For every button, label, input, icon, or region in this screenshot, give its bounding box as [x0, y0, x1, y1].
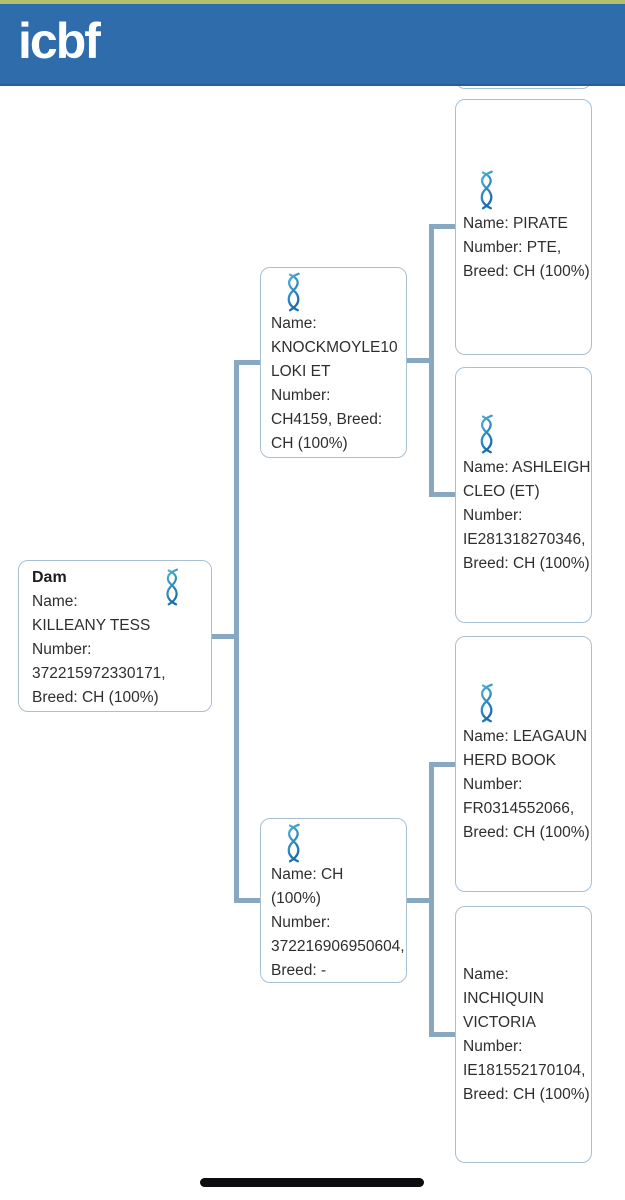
node-text-line: Name: PIRATE: [463, 215, 568, 232]
node-text-line: 372216906950604,: [271, 938, 405, 955]
node-text-line: IE281318270346,: [463, 531, 586, 548]
node-text-line: INCHIQUIN: [463, 989, 544, 1007]
node-text-line: Breed: -: [271, 962, 327, 979]
dna-icon: [480, 170, 493, 210]
connector-line: [429, 224, 455, 229]
icbf-logo: icbf: [18, 13, 101, 69]
node-text-line: CH4159, Breed:: [271, 411, 383, 428]
dna-icon: [480, 414, 493, 454]
node-text-line: Name:: [463, 965, 509, 983]
node-text-line: Name: LEAGAUN: [463, 728, 588, 745]
node-text-line: Breed: CH (100%): [32, 689, 159, 706]
connector-line: [407, 358, 434, 363]
node-text-line: (100%): [271, 890, 321, 907]
connector-line: [234, 898, 260, 903]
node-text-line: LOKI ET: [271, 363, 331, 380]
connector-line: [429, 492, 455, 497]
node-text-line: Number:: [463, 1037, 523, 1055]
node-text-line: CLEO (ET): [463, 483, 540, 500]
pedigree-node-pirate[interactable]: Name: PIRATE Number: PTE, Breed: CH (100…: [455, 99, 592, 355]
connector-line: [234, 360, 260, 365]
node-text-line: KILLEANY TESS: [32, 617, 151, 634]
node-text-line: Number:: [271, 914, 331, 931]
node-text-line: Number:: [463, 776, 523, 793]
pedigree-node-dam[interactable]: Dam Name: KILLEANY TESS Number: 37221597…: [18, 560, 212, 712]
connector-line: [429, 1032, 455, 1037]
node-text-line: HERD BOOK: [463, 752, 557, 769]
dna-icon: [166, 568, 179, 606]
connector-line: [429, 224, 434, 497]
connector-line: [429, 762, 455, 767]
node-text-line: KNOCKMOYLE10: [271, 339, 398, 356]
node-text-line: Breed: CH (100%): [463, 1085, 590, 1103]
dna-icon: [480, 683, 493, 723]
pedigree-node-dam-of-dam[interactable]: Name: CH (100%) Number: 372216906950604,…: [260, 818, 407, 983]
pedigree-node-leagaun-herd-book[interactable]: Name: LEAGAUN HERD BOOK Number: FR031455…: [455, 636, 592, 892]
pedigree-node-inchiquin-victoria[interactable]: Name: INCHIQUIN VICTORIA Number: IE18155…: [455, 906, 592, 1163]
connector-line: [234, 360, 239, 903]
home-indicator[interactable]: [200, 1178, 424, 1187]
top-accent-stripe: [0, 0, 625, 4]
node-text-line: Breed: CH (100%): [463, 824, 590, 841]
node-text-line: Number:: [32, 641, 92, 658]
node-text-line: CH (100%): [271, 435, 348, 452]
node-text-line: VICTORIA: [463, 1013, 536, 1031]
node-text-line: 372215972330171,: [32, 665, 166, 682]
dam-label: Dam: [32, 569, 67, 586]
node-text-line: Name: ASHLEIGH: [463, 459, 591, 476]
dna-icon: [287, 823, 300, 863]
node-text-line: Number: PTE,: [463, 239, 562, 256]
connector-line: [429, 762, 434, 1037]
node-text-line: IE181552170104,: [463, 1061, 586, 1079]
pedigree-node-ashleigh-cleo[interactable]: Name: ASHLEIGH CLEO (ET) Number: IE28131…: [455, 367, 592, 623]
node-text-line: Number:: [463, 507, 523, 524]
pedigree-node-sire-of-dam[interactable]: Name: KNOCKMOYLE10 LOKI ET Number: CH415…: [260, 267, 407, 458]
node-text-line: Number:: [271, 387, 331, 404]
node-text-line: Name: CH: [271, 866, 344, 883]
node-text-line: Name:: [32, 593, 78, 610]
node-text-line: Breed: CH (100%): [463, 263, 590, 280]
app-header: icbf: [0, 4, 625, 86]
node-text-line: Name:: [271, 315, 317, 332]
node-text-line: Breed: CH (100%): [463, 555, 590, 572]
connector-line: [407, 898, 434, 903]
node-text-line: FR0314552066,: [463, 800, 575, 817]
dna-icon: [287, 272, 300, 312]
connector-line: [212, 634, 239, 639]
